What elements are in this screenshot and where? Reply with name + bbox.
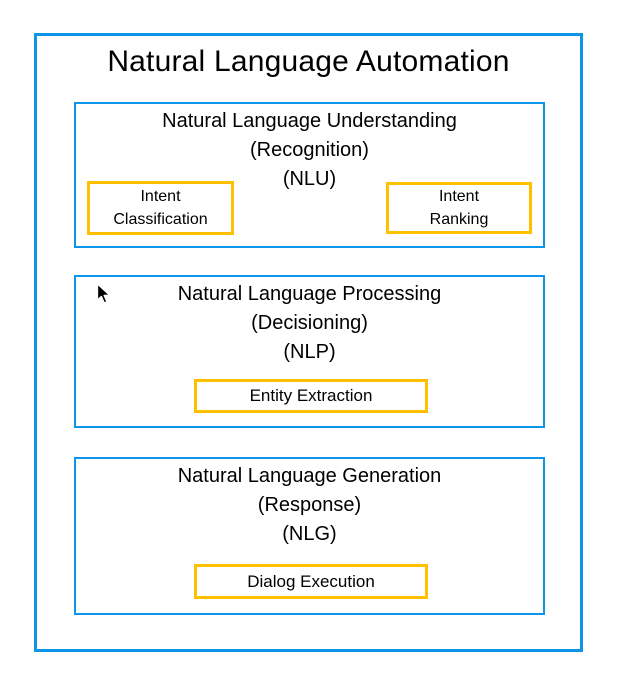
section-nlu-acronym-line: (NLU): [282, 168, 337, 190]
section-nlu-subtitle-line: (Recognition): [250, 139, 369, 161]
box-dialog-execution-label: Dialog Execution: [247, 571, 375, 591]
section-nlp: Natural Language Processing (Decisioning…: [74, 275, 545, 428]
box-dialog-execution: Dialog Execution: [194, 564, 428, 599]
box-entity-extraction-label: Entity Extraction: [249, 386, 373, 405]
section-nlg-acronym-line: (NLG): [282, 523, 337, 545]
box-intent-ranking-label-line2: Ranking: [429, 211, 489, 228]
section-nlg-title-line: Natural Language Generation: [177, 465, 442, 487]
box-intent-classification-label-line2: Classification: [113, 211, 208, 228]
section-nlu: Natural Language Understanding (Recognit…: [74, 102, 545, 248]
section-nlg: Natural Language Generation (Response) (…: [74, 457, 545, 615]
box-intent-ranking-label-line1: Intent: [438, 188, 480, 205]
box-intent-ranking: Intent Ranking: [386, 182, 532, 234]
box-entity-extraction: Entity Extraction: [194, 379, 428, 413]
section-nlp-title-line: Natural Language Processing: [177, 283, 442, 305]
box-intent-classification-label-line1: Intent: [140, 188, 181, 205]
section-nlu-title-line: Natural Language Understanding: [162, 110, 457, 132]
section-nlu-heading: Natural Language Understanding (Recognit…: [76, 104, 543, 194]
section-nlp-subtitle-line: (Decisioning): [251, 312, 368, 334]
section-nlp-heading: Natural Language Processing (Decisioning…: [76, 277, 543, 367]
section-nlg-subtitle-line: (Response): [257, 494, 362, 516]
section-nlp-acronym-line: (NLP): [283, 341, 336, 363]
section-nlg-heading: Natural Language Generation (Response) (…: [76, 459, 543, 549]
diagram-title: Natural Language Automation: [107, 45, 510, 78]
box-intent-classification: Intent Classification: [87, 181, 234, 235]
